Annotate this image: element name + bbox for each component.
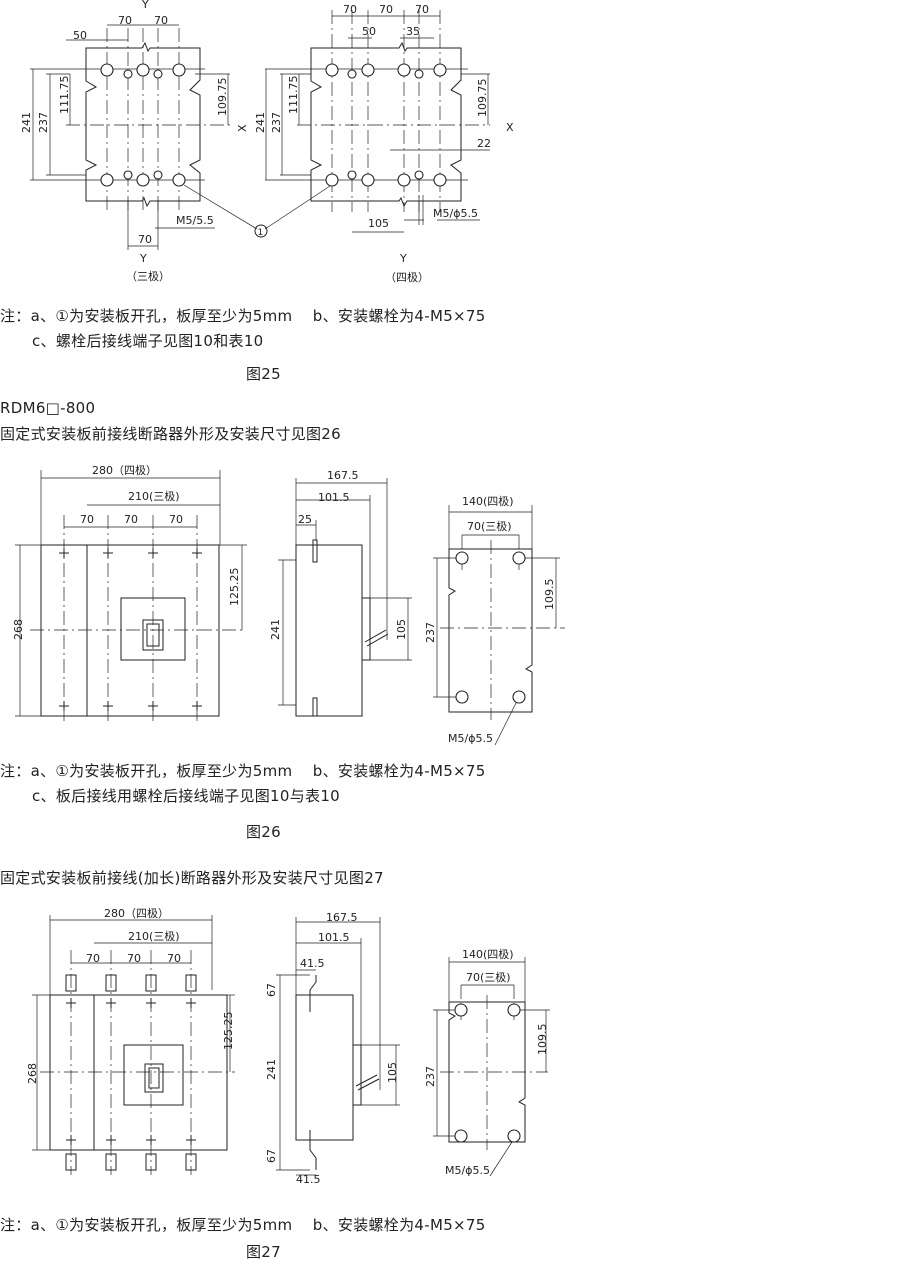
dim-70: 70: [80, 513, 94, 526]
dim-101-5: 101.5: [318, 491, 350, 504]
dim-237: 237: [37, 112, 50, 133]
dim-70: 70: [124, 513, 138, 526]
dim-109-5: 109.5: [543, 579, 556, 611]
dim-m5: M5/ϕ5.5: [445, 1164, 490, 1177]
callout-1: 1: [183, 184, 331, 238]
axis-label-y: Y: [399, 252, 407, 265]
fig25-note-line2: c、螺栓后接线端子见图10和表10: [32, 332, 264, 350]
dim-101-5: 101.5: [318, 931, 350, 944]
fig27-front-view: 280（四极） 210(三极) 70 70 70 268 125.25: [26, 906, 235, 1151]
terminal: [185, 974, 197, 992]
dim-125-25: 125.25: [228, 568, 241, 607]
dim-125-25: 125.25: [222, 1012, 235, 1051]
fig27-heading: 固定式安装板前接线(加长)断路器外形及安装尺寸见图27: [0, 869, 384, 887]
dim-70: 70: [343, 3, 357, 16]
dim-210: 210(三极): [128, 929, 180, 943]
axis-label-y: Y: [141, 0, 149, 11]
fig27-side-view: 167.5 101.5 41.5 67 241 105 67 41.5: [265, 911, 399, 1186]
axis-label-y: Y: [139, 252, 147, 265]
dim-237: 237: [424, 622, 437, 643]
dim-70: 70: [154, 14, 168, 27]
dim-70: 70: [127, 952, 141, 965]
dim-237: 237: [424, 1066, 437, 1087]
dim-109-5: 109.5: [536, 1024, 549, 1056]
mounting-holes: [100, 63, 186, 187]
dim-m5: M5/5.5: [176, 214, 214, 227]
terminal: [145, 974, 157, 992]
dim-35: 35: [406, 25, 420, 38]
dim-237: 237: [270, 112, 283, 133]
dim-111-75: 111.75: [58, 76, 71, 115]
dim-140: 140(四极): [462, 947, 514, 961]
four-pole-label: （四极）: [385, 270, 429, 284]
terminal: [145, 1153, 157, 1171]
fig26-caption: 图26: [246, 823, 281, 841]
dim-280: 280（四极）: [104, 906, 169, 920]
fig25-three-pole-drawing: Y 70 70 50 241 237 111.75 109.75 M5/5.5 …: [20, 0, 229, 283]
mounting-holes: [325, 63, 447, 187]
terminal: [105, 974, 117, 992]
dim-210: 210(三极): [128, 489, 180, 503]
dim-70: 70(三极): [467, 519, 512, 533]
dim-105: 105: [368, 217, 389, 230]
dim-105: 105: [395, 619, 408, 640]
fig26-front-view: 280（四极） 210(三极) 70 70 70 268 125.25: [12, 463, 241, 717]
terminal: [65, 974, 77, 992]
fig27-note-line1: 注：a、①为安装板开孔，板厚至少为5mm b、安装螺栓为4-M5×75: [0, 1216, 486, 1234]
fig26-side-view: 167.5 101.5 25 241 105: [269, 469, 408, 717]
dim-70: 70: [138, 233, 152, 246]
dim-70: 70: [118, 14, 132, 27]
fig25-note-line1: 注：a、①为安装板开孔，板厚至少为5mm b、安装螺栓为4-M5×75: [0, 307, 486, 325]
dim-167-5: 167.5: [326, 911, 358, 924]
dim-140: 140(四极): [462, 494, 514, 508]
dim-109-75: 109.75: [216, 78, 229, 117]
terminal: [65, 1153, 77, 1171]
dim-70: 70: [415, 3, 429, 16]
section-model: RDM6□-800: [0, 399, 96, 417]
dim-70: 70(三极): [466, 970, 511, 984]
dim-241: 241: [269, 619, 282, 640]
axis-label-x: X: [506, 121, 514, 134]
dim-241: 241: [265, 1059, 278, 1080]
dim-41-5: 41.5: [300, 957, 325, 970]
fig27-mounting-plate: 140(四极) 70(三极) 109.5 237 M5/ϕ5.5: [424, 947, 549, 1177]
fig26-heading: 固定式安装板前接线断路器外形及安装尺寸见图26: [0, 425, 341, 443]
dim-50: 50: [362, 25, 376, 38]
fig26-mounting-plate: 140(四极) 70(三极) 109.5 237 M5/ϕ5.5: [424, 494, 556, 746]
fig26-note-line1: 注：a、①为安装板开孔，板厚至少为5mm b、安装螺栓为4-M5×75: [0, 762, 486, 780]
three-pole-label: （三极）: [126, 269, 170, 283]
dim-50: 50: [73, 29, 87, 42]
dim-109-75: 109.75: [476, 79, 489, 118]
dim-67: 67: [265, 1149, 278, 1163]
terminal: [185, 1153, 197, 1171]
dim-280: 280（四极）: [92, 463, 157, 477]
fig25-four-pole-drawing: 70 70 70 50 35 X X 241 237 111.75 109.75…: [236, 3, 514, 284]
dim-70: 70: [167, 952, 181, 965]
dim-268: 268: [26, 1063, 39, 1084]
dim-41-5: 41.5: [296, 1173, 321, 1186]
dim-67: 67: [265, 983, 278, 997]
dim-70: 70: [86, 952, 100, 965]
fig27-caption: 图27: [246, 1243, 281, 1261]
axis-label-x: X: [236, 124, 249, 132]
dim-m5: M5/ϕ5.5: [433, 207, 478, 220]
dim-22: 22: [477, 137, 491, 150]
dim-111-75: 111.75: [287, 76, 300, 115]
dim-268: 268: [12, 619, 25, 640]
svg-text:1: 1: [258, 228, 264, 238]
dim-105: 105: [386, 1062, 399, 1083]
dim-70: 70: [379, 3, 393, 16]
fig26-note-line2: c、板后接线用螺栓后接线端子见图10与表10: [32, 787, 341, 805]
dim-70: 70: [169, 513, 183, 526]
dim-241: 241: [20, 112, 33, 133]
terminal: [105, 1153, 117, 1171]
dim-25: 25: [298, 513, 312, 526]
dim-167-5: 167.5: [327, 469, 359, 482]
dim-241: 241: [254, 112, 267, 133]
dim-m5: M5/ϕ5.5: [448, 732, 493, 745]
fig25-caption: 图25: [246, 365, 281, 383]
